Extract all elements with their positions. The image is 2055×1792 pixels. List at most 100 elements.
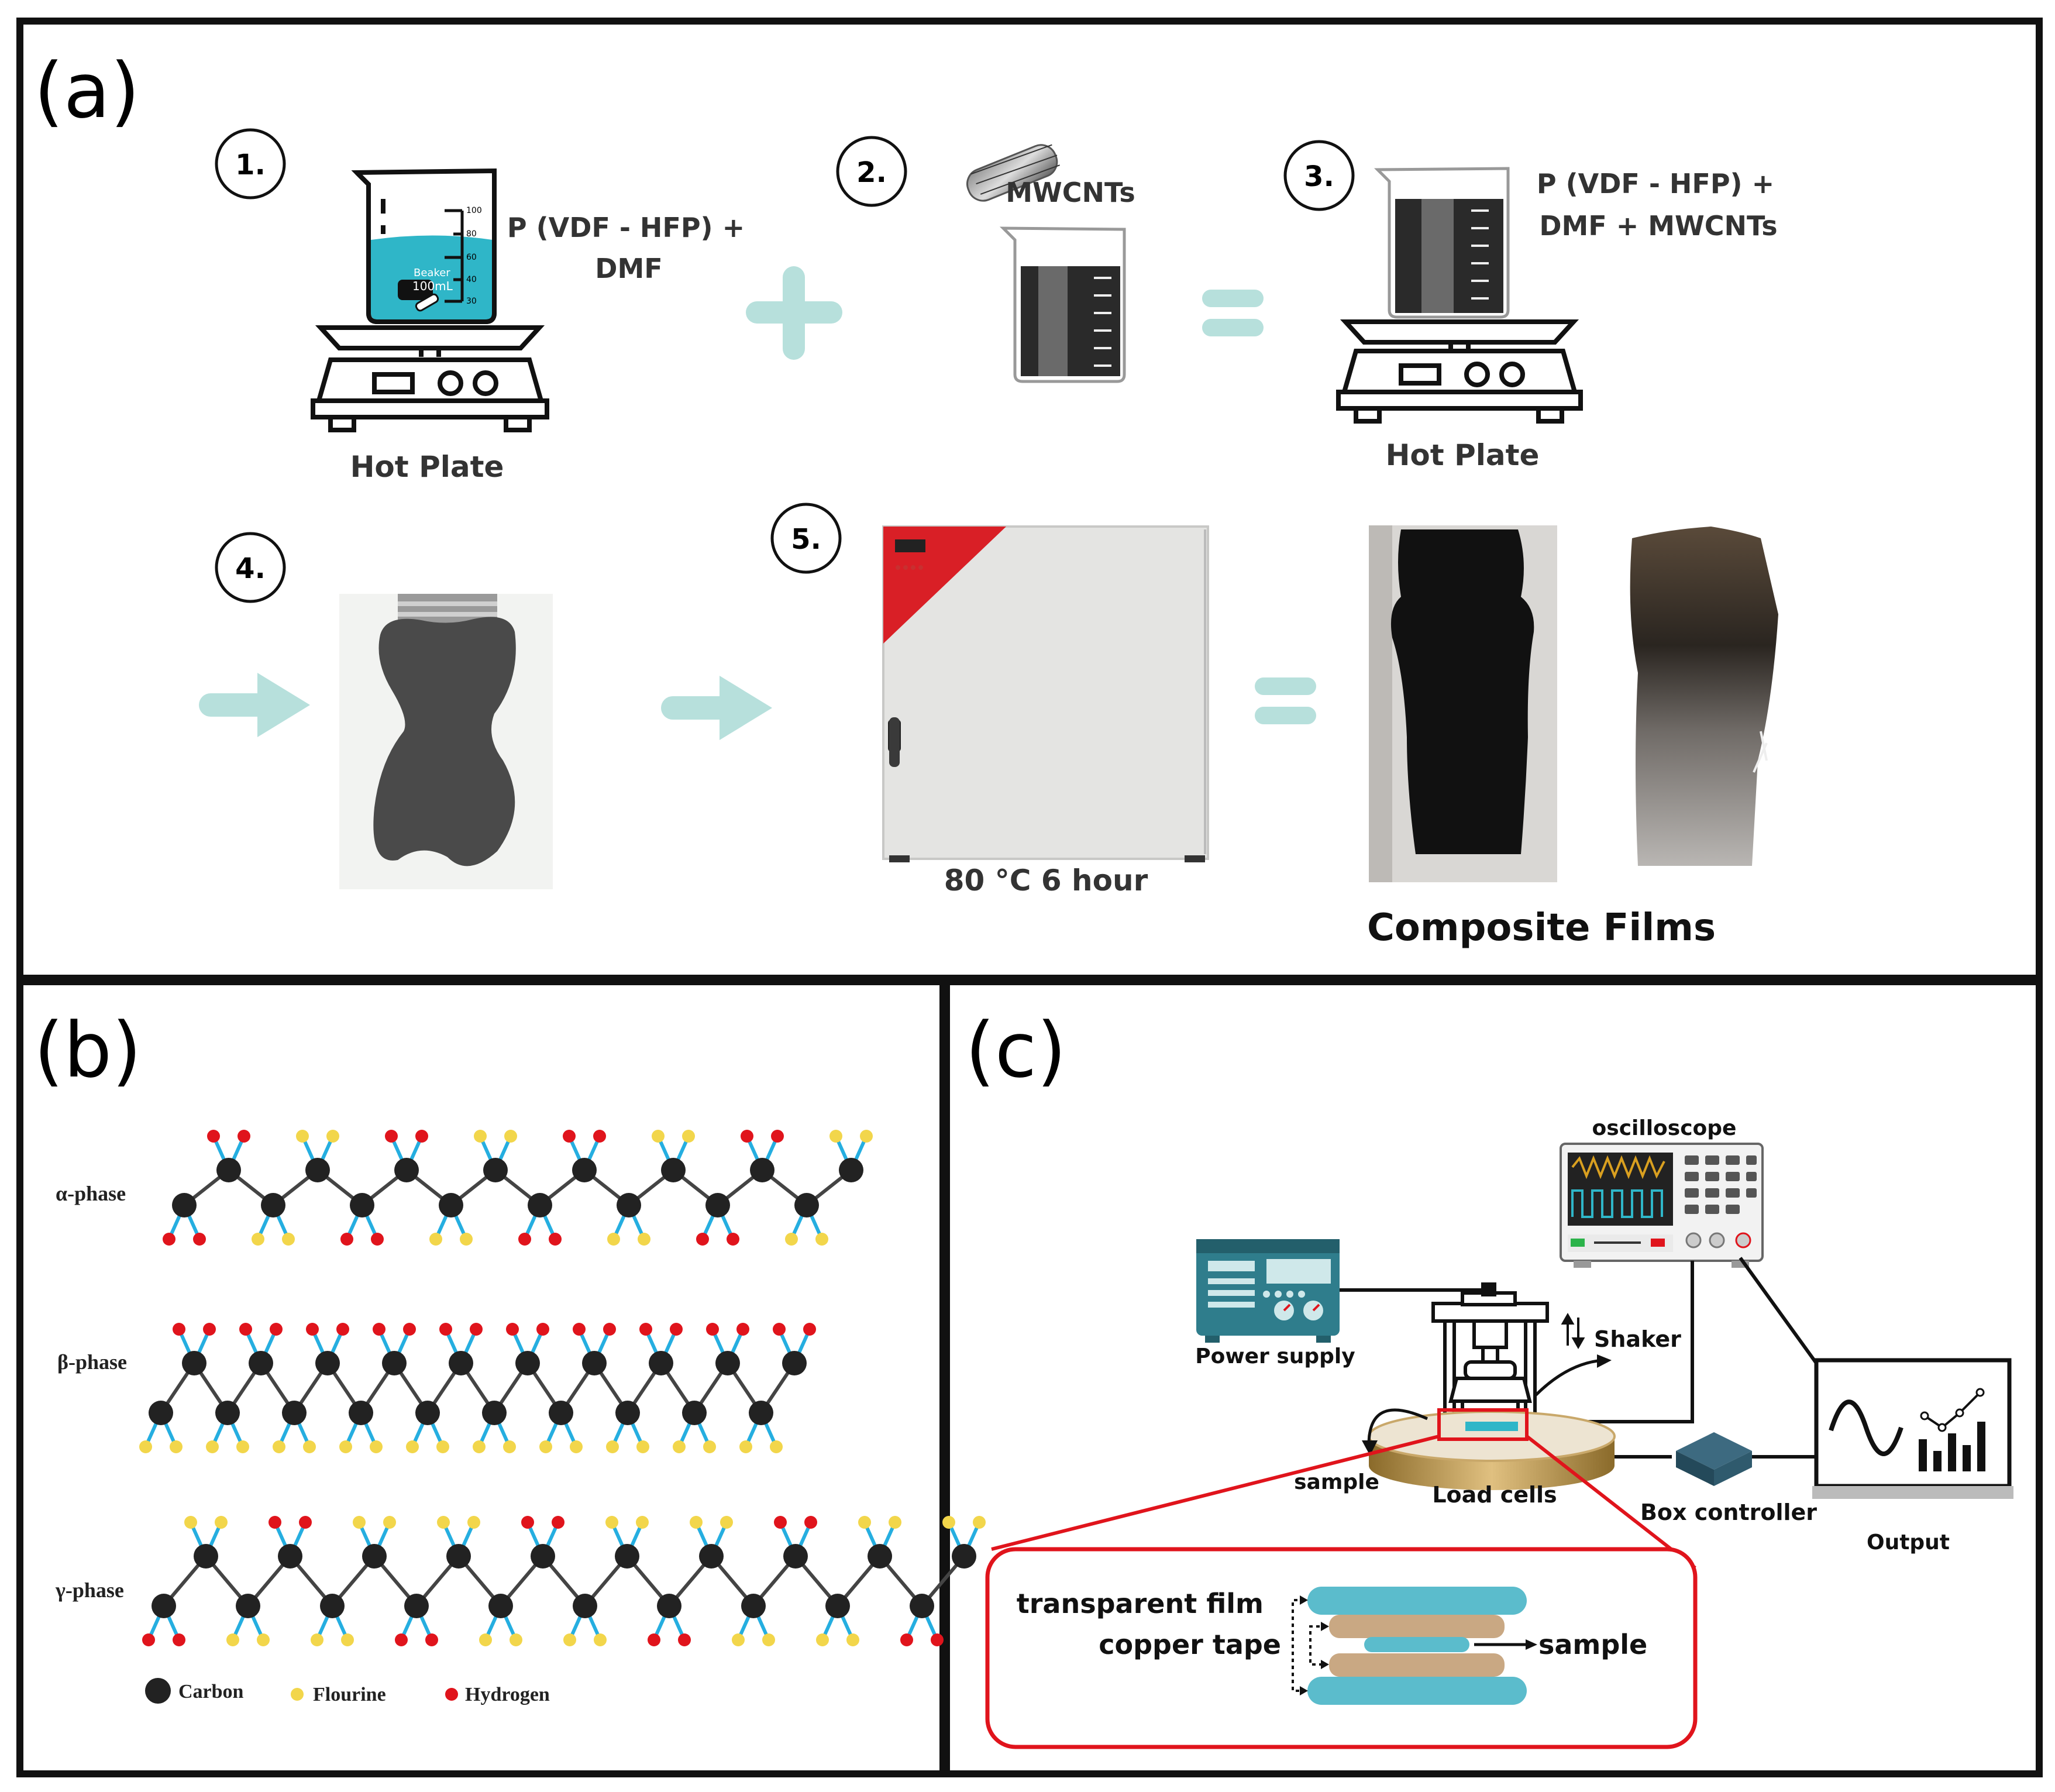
alpha-chain-carbon-atom	[705, 1193, 730, 1217]
beta-chain-atom-hydrogen	[270, 1323, 283, 1336]
beta-chain-carbon-atom	[549, 1401, 573, 1425]
composite-film-photo-2	[1630, 527, 1778, 866]
legend: Carbon Flourine Hydrogen	[145, 1678, 550, 1705]
alpha-chain-atom-hydrogen	[549, 1233, 562, 1246]
alpha-chain-atom-hydrogen	[593, 1130, 606, 1143]
gamma-chain-atom-fluorine	[594, 1633, 607, 1646]
legend-fluorine-marker	[291, 1688, 304, 1701]
transparent-film-top	[1307, 1587, 1527, 1615]
gamma-chain-carbon-atom	[152, 1594, 176, 1618]
transparent-film-bottom	[1307, 1677, 1527, 1705]
beta-chain-atom-fluorine	[503, 1440, 516, 1453]
beta-chain-atom-fluorine	[170, 1440, 183, 1453]
gamma-chain-carbon-atom	[825, 1594, 850, 1618]
alpha-chain-atom-fluorine	[460, 1233, 473, 1246]
gamma-chain-carbon-atom	[236, 1594, 260, 1618]
legend-fluorine-label: Flourine	[313, 1684, 386, 1705]
copper-tape-bottom	[1329, 1653, 1505, 1677]
gamma-chain-carbon-atom	[278, 1544, 302, 1569]
beta-chain-atom-fluorine	[370, 1440, 383, 1453]
beta-chain-atom-fluorine	[406, 1440, 419, 1453]
gamma-chain-atom-hydrogen	[774, 1516, 787, 1529]
alpha-chain-carbon-atom	[439, 1193, 463, 1217]
sample-pointer-head	[1362, 1440, 1378, 1456]
alpha-chain-carbon-atom	[305, 1158, 330, 1182]
beta-chain-atom-fluorine	[473, 1440, 486, 1453]
alpha-chain-atom-fluorine	[815, 1233, 828, 1246]
alpha-chain-carbon-atom	[839, 1158, 863, 1182]
composite-films-label: Composite Films	[1367, 906, 1716, 950]
svg-text:30: 30	[466, 297, 477, 306]
gamma-chain-atom-hydrogen	[173, 1633, 185, 1646]
gamma-chain-atom-fluorine	[762, 1633, 775, 1646]
beta-chain-atom-fluorine	[606, 1440, 619, 1453]
gamma-chain-atom-fluorine	[311, 1633, 323, 1646]
beta-chain-atom-hydrogen	[336, 1323, 349, 1336]
panel-a: (a) 1. 2. 3. 4. 5.	[34, 46, 1778, 950]
beta-chain-carbon-atom	[382, 1351, 407, 1375]
gamma-chain-atom-hydrogen	[804, 1516, 817, 1529]
alpha-chain-atom-fluorine	[682, 1130, 695, 1143]
alpha-chain-carbon-atom	[261, 1193, 285, 1217]
gamma-chain-atom-hydrogen	[521, 1516, 534, 1529]
gamma-chain-atom-fluorine	[858, 1516, 871, 1529]
gamma-chain-carbon-atom	[320, 1594, 345, 1618]
gamma-chain-carbon-atom	[488, 1594, 513, 1618]
svg-text:2.: 2.	[856, 156, 887, 189]
alpha-chain-atom-fluorine	[860, 1130, 873, 1143]
inset-sample-label: sample	[1538, 1629, 1647, 1660]
svg-text:1.: 1.	[235, 149, 266, 181]
step-3-marker: 3.	[1283, 140, 1355, 211]
shaker-pointer-head	[1597, 1354, 1612, 1368]
panel-borders	[16, 18, 2043, 1777]
beta-chain-atom-fluorine	[739, 1440, 752, 1453]
panel-a-label: (a)	[34, 46, 140, 135]
molecular-chains	[139, 1130, 986, 1646]
beta-chain-atom-hydrogen	[536, 1323, 549, 1336]
step-1-text-line1: P (VDF - HFP) +	[507, 212, 745, 243]
beaker-1-text: Beaker 100mL 100 80 60 40 30	[412, 206, 482, 306]
alpha-chain-carbon-atom	[394, 1158, 419, 1182]
beta-chain-carbon-atom	[749, 1401, 773, 1425]
beta-chain-carbon-atom	[349, 1401, 373, 1425]
alpha-chain-carbon-atom	[216, 1158, 241, 1182]
composite-film-photo-1	[1369, 525, 1557, 882]
alpha-chain-carbon-atom	[350, 1193, 374, 1217]
gamma-chain-carbon-atom	[699, 1544, 724, 1569]
step-1-text-line2: DMF	[595, 253, 662, 284]
gamma-chain-atom-fluorine	[383, 1516, 396, 1529]
alpha-chain-carbon-atom	[750, 1158, 775, 1182]
load-cell-platform	[1368, 1408, 1616, 1490]
alpha-chain-atom-hydrogen	[385, 1130, 398, 1143]
panel-b-border	[16, 978, 946, 1777]
gamma-chain-carbon-atom	[404, 1594, 429, 1618]
alpha-chain-atom-fluorine	[429, 1233, 442, 1246]
gamma-chain-atom-hydrogen	[648, 1633, 660, 1646]
inset-sample-layer	[1364, 1637, 1469, 1652]
beta-chain-atom-hydrogen	[373, 1323, 385, 1336]
gamma-chain-atom-fluorine	[353, 1516, 366, 1529]
gamma-chain-atom-hydrogen	[931, 1633, 944, 1646]
power-supply-label: Power supply	[1195, 1344, 1355, 1368]
beta-chain-carbon-atom	[449, 1351, 473, 1375]
alpha-phase-label: α-phase	[56, 1182, 126, 1205]
beta-chain-atom-hydrogen	[803, 1323, 816, 1336]
alpha-chain-atom-hydrogen	[727, 1233, 739, 1246]
beta-chain-carbon-atom	[615, 1401, 640, 1425]
beta-chain-carbon-atom	[215, 1401, 240, 1425]
panel-b-label: (b)	[34, 1006, 142, 1095]
alpha-chain-carbon-atom	[617, 1193, 641, 1217]
beaker-2	[999, 226, 1126, 383]
alpha-chain-carbon-atom	[483, 1158, 508, 1182]
inset-pointer-lines	[1292, 1599, 1327, 1692]
step-2-marker: 2.	[836, 136, 907, 207]
gamma-chain-atom-fluorine	[690, 1516, 703, 1529]
beta-phase-label: β-phase	[57, 1350, 127, 1374]
alpha-chain-atom-hydrogen	[163, 1233, 175, 1246]
power-supply-device	[1196, 1239, 1340, 1343]
beta-chain-atom-hydrogen	[306, 1323, 319, 1336]
gamma-chain-atom-fluorine	[257, 1633, 270, 1646]
beta-chain-carbon-atom	[682, 1401, 707, 1425]
gamma-chain-atom-hydrogen	[552, 1516, 564, 1529]
